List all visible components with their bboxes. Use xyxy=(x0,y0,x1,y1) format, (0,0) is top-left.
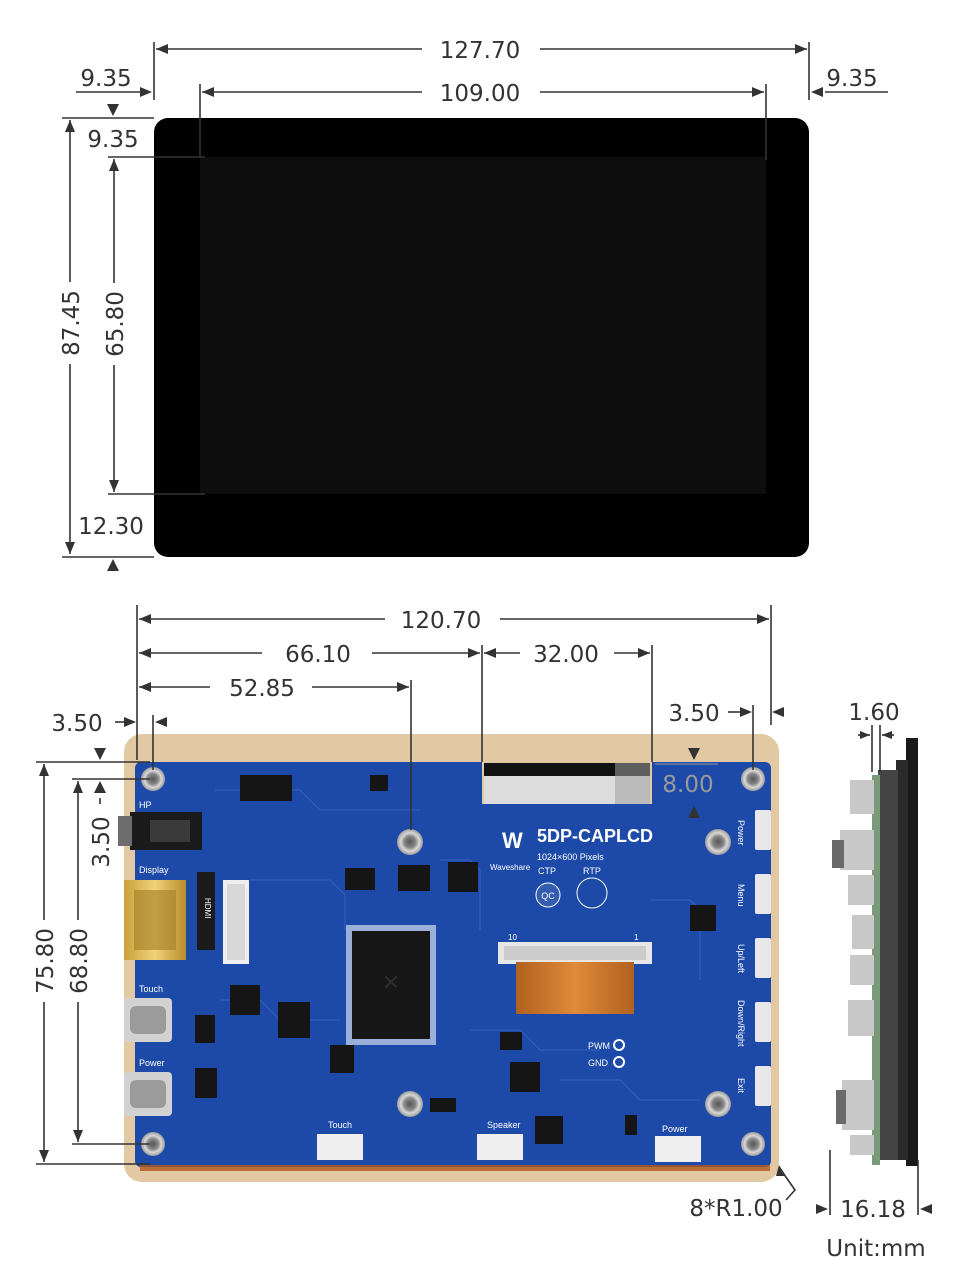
dim-board-height: 75.80 xyxy=(33,928,59,994)
label-rtp: RTP xyxy=(583,866,601,876)
label-gnd: GND xyxy=(588,1058,609,1068)
back-view: HP Display HDMI Touch Power ✕ xyxy=(30,605,797,1222)
dim-hole-offset-left: 3.50 xyxy=(51,711,102,737)
fpc-connector: 10 1 xyxy=(498,933,652,1014)
dim-hole-offset-right: 3.50 xyxy=(668,701,719,727)
bottom-connectors: Touch Speaker Power xyxy=(317,1120,701,1162)
dim-corner-radius: 8*R1.00 xyxy=(689,1196,782,1222)
dim-active-height: 65.80 xyxy=(103,291,129,357)
hdmi-connector: Display HDMI xyxy=(124,865,249,964)
side-display-glass xyxy=(906,738,918,1166)
label-display: Display xyxy=(139,865,169,875)
svg-text:✕: ✕ xyxy=(382,970,400,995)
label-hp: HP xyxy=(139,800,152,810)
label-btn-power: Power xyxy=(736,820,746,846)
pcb-board xyxy=(135,762,771,1167)
label-btn-downright: Down/Right xyxy=(736,1000,746,1047)
label-qc: QC xyxy=(541,891,555,901)
side-view: 1.60 16.18 xyxy=(816,700,932,1223)
label-fpc-10: 10 xyxy=(508,933,517,942)
label-power-port: Power xyxy=(139,1058,165,1068)
label-pwm: PWM xyxy=(588,1041,610,1051)
usb-c-ports: Touch Power xyxy=(124,984,172,1116)
main-ic: ✕ xyxy=(346,925,436,1045)
dim-overall-height: 87.45 xyxy=(59,290,85,356)
label-power-conn: Power xyxy=(662,1124,688,1134)
lcd-active-area xyxy=(200,157,766,494)
label-speaker-conn: Speaker xyxy=(487,1120,521,1130)
label-btn-upleft: Up/Left xyxy=(736,944,746,974)
dim-thickness-small: 1.60 xyxy=(848,700,899,726)
dim-overall-width: 127.70 xyxy=(440,38,520,64)
unit-label: Unit:mm xyxy=(826,1236,925,1262)
label-touch-port: Touch xyxy=(139,984,163,994)
headphone-jack: HP xyxy=(118,800,202,850)
dim-hole-offset-top: 3.50 xyxy=(89,816,115,867)
dim-right-margin: 9.35 xyxy=(826,66,877,92)
label-ctp: CTP xyxy=(538,866,556,876)
dim-bottom-margin: 12.30 xyxy=(78,514,144,540)
label-btn-menu: Menu xyxy=(736,884,746,907)
waveshare-logo: W xyxy=(502,828,523,853)
dim-offset-b: 52.85 xyxy=(229,676,295,702)
label-hdmi: HDMI xyxy=(203,898,212,918)
dim-top-margin: 9.35 xyxy=(87,127,138,153)
label-touch-conn: Touch xyxy=(328,1120,352,1130)
dim-board-width: 120.70 xyxy=(401,608,481,634)
pcb-branding: W Waveshare 5DP-CAPLCD 1024×600 Pixels C… xyxy=(490,826,653,1068)
label-btn-exit: Exit xyxy=(736,1078,746,1094)
dim-slot-width: 32.00 xyxy=(533,642,599,668)
label-model: 5DP-CAPLCD xyxy=(537,826,653,846)
dim-hole-spacing-v: 68.80 xyxy=(67,928,93,994)
dim-slot-height: 8.00 xyxy=(662,772,713,798)
dim-left-margin: 9.35 xyxy=(80,66,131,92)
dim-offset-a: 66.10 xyxy=(285,642,351,668)
dim-active-width: 109.00 xyxy=(440,81,520,107)
dim-total-thickness: 16.18 xyxy=(840,1197,906,1223)
side-buttons: Power Menu Up/Left Down/Right Exit xyxy=(736,810,771,1106)
label-fpc-1: 1 xyxy=(634,933,639,942)
small-components xyxy=(195,775,716,1144)
mounting-holes xyxy=(141,767,765,1156)
front-view: 127.70 109.00 9.35 9.35 9.35 87.45 xyxy=(56,38,888,571)
label-resolution: 1024×600 Pixels xyxy=(537,852,604,862)
label-brand: Waveshare xyxy=(490,863,531,872)
